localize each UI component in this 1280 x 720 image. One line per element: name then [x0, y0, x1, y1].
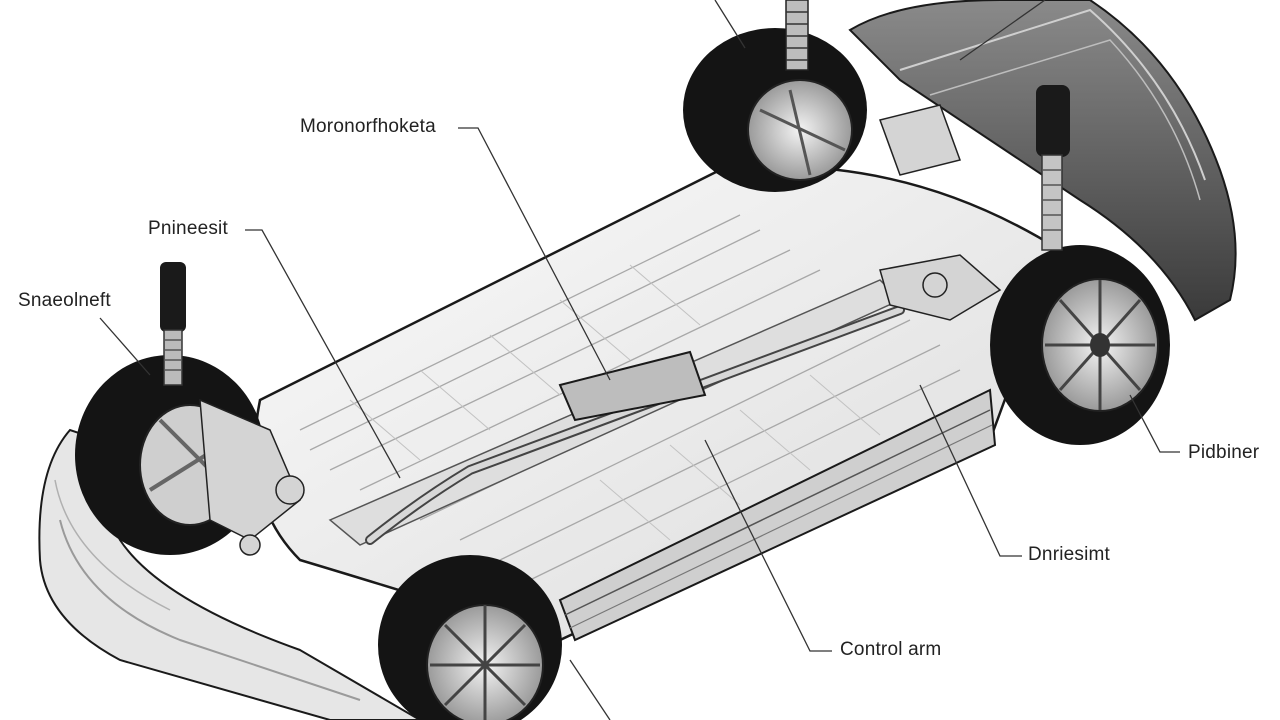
leader-shockshaft — [99, 317, 151, 376]
strut-rear-right — [1036, 85, 1070, 251]
strut-rear-left — [785, 0, 809, 71]
leader-monoshock — [458, 127, 611, 381]
leader-lines — [99, 0, 1180, 720]
label-shockshaft: Snaeolneft — [18, 290, 111, 311]
leader-control-arm — [704, 439, 832, 652]
label-control-arm: Control arm — [840, 639, 942, 660]
leader-top-left — [714, 0, 746, 49]
leader-pidbiner — [1129, 394, 1180, 453]
label-pidbiner: Pidbiner — [1188, 442, 1260, 463]
label-driveshaft: Dnriesimt — [1028, 544, 1111, 565]
strut-front-left — [160, 262, 186, 386]
rear-suspension-assembly — [879, 104, 1002, 321]
front-right-wheel — [378, 555, 562, 720]
leader-prineesit — [245, 229, 401, 479]
leader-top-right — [959, 0, 1046, 61]
front-suspension-assembly — [199, 398, 305, 556]
rear-right-wheel — [990, 245, 1170, 445]
label-prineesit: Pnineesit — [148, 218, 228, 239]
leader-driveshaft — [919, 384, 1022, 557]
leader-bottom — [569, 659, 611, 720]
rear-left-wheel — [683, 28, 867, 192]
label-monoshock: Moronorfhoketa — [300, 116, 436, 137]
exhaust-pipe — [365, 305, 905, 545]
